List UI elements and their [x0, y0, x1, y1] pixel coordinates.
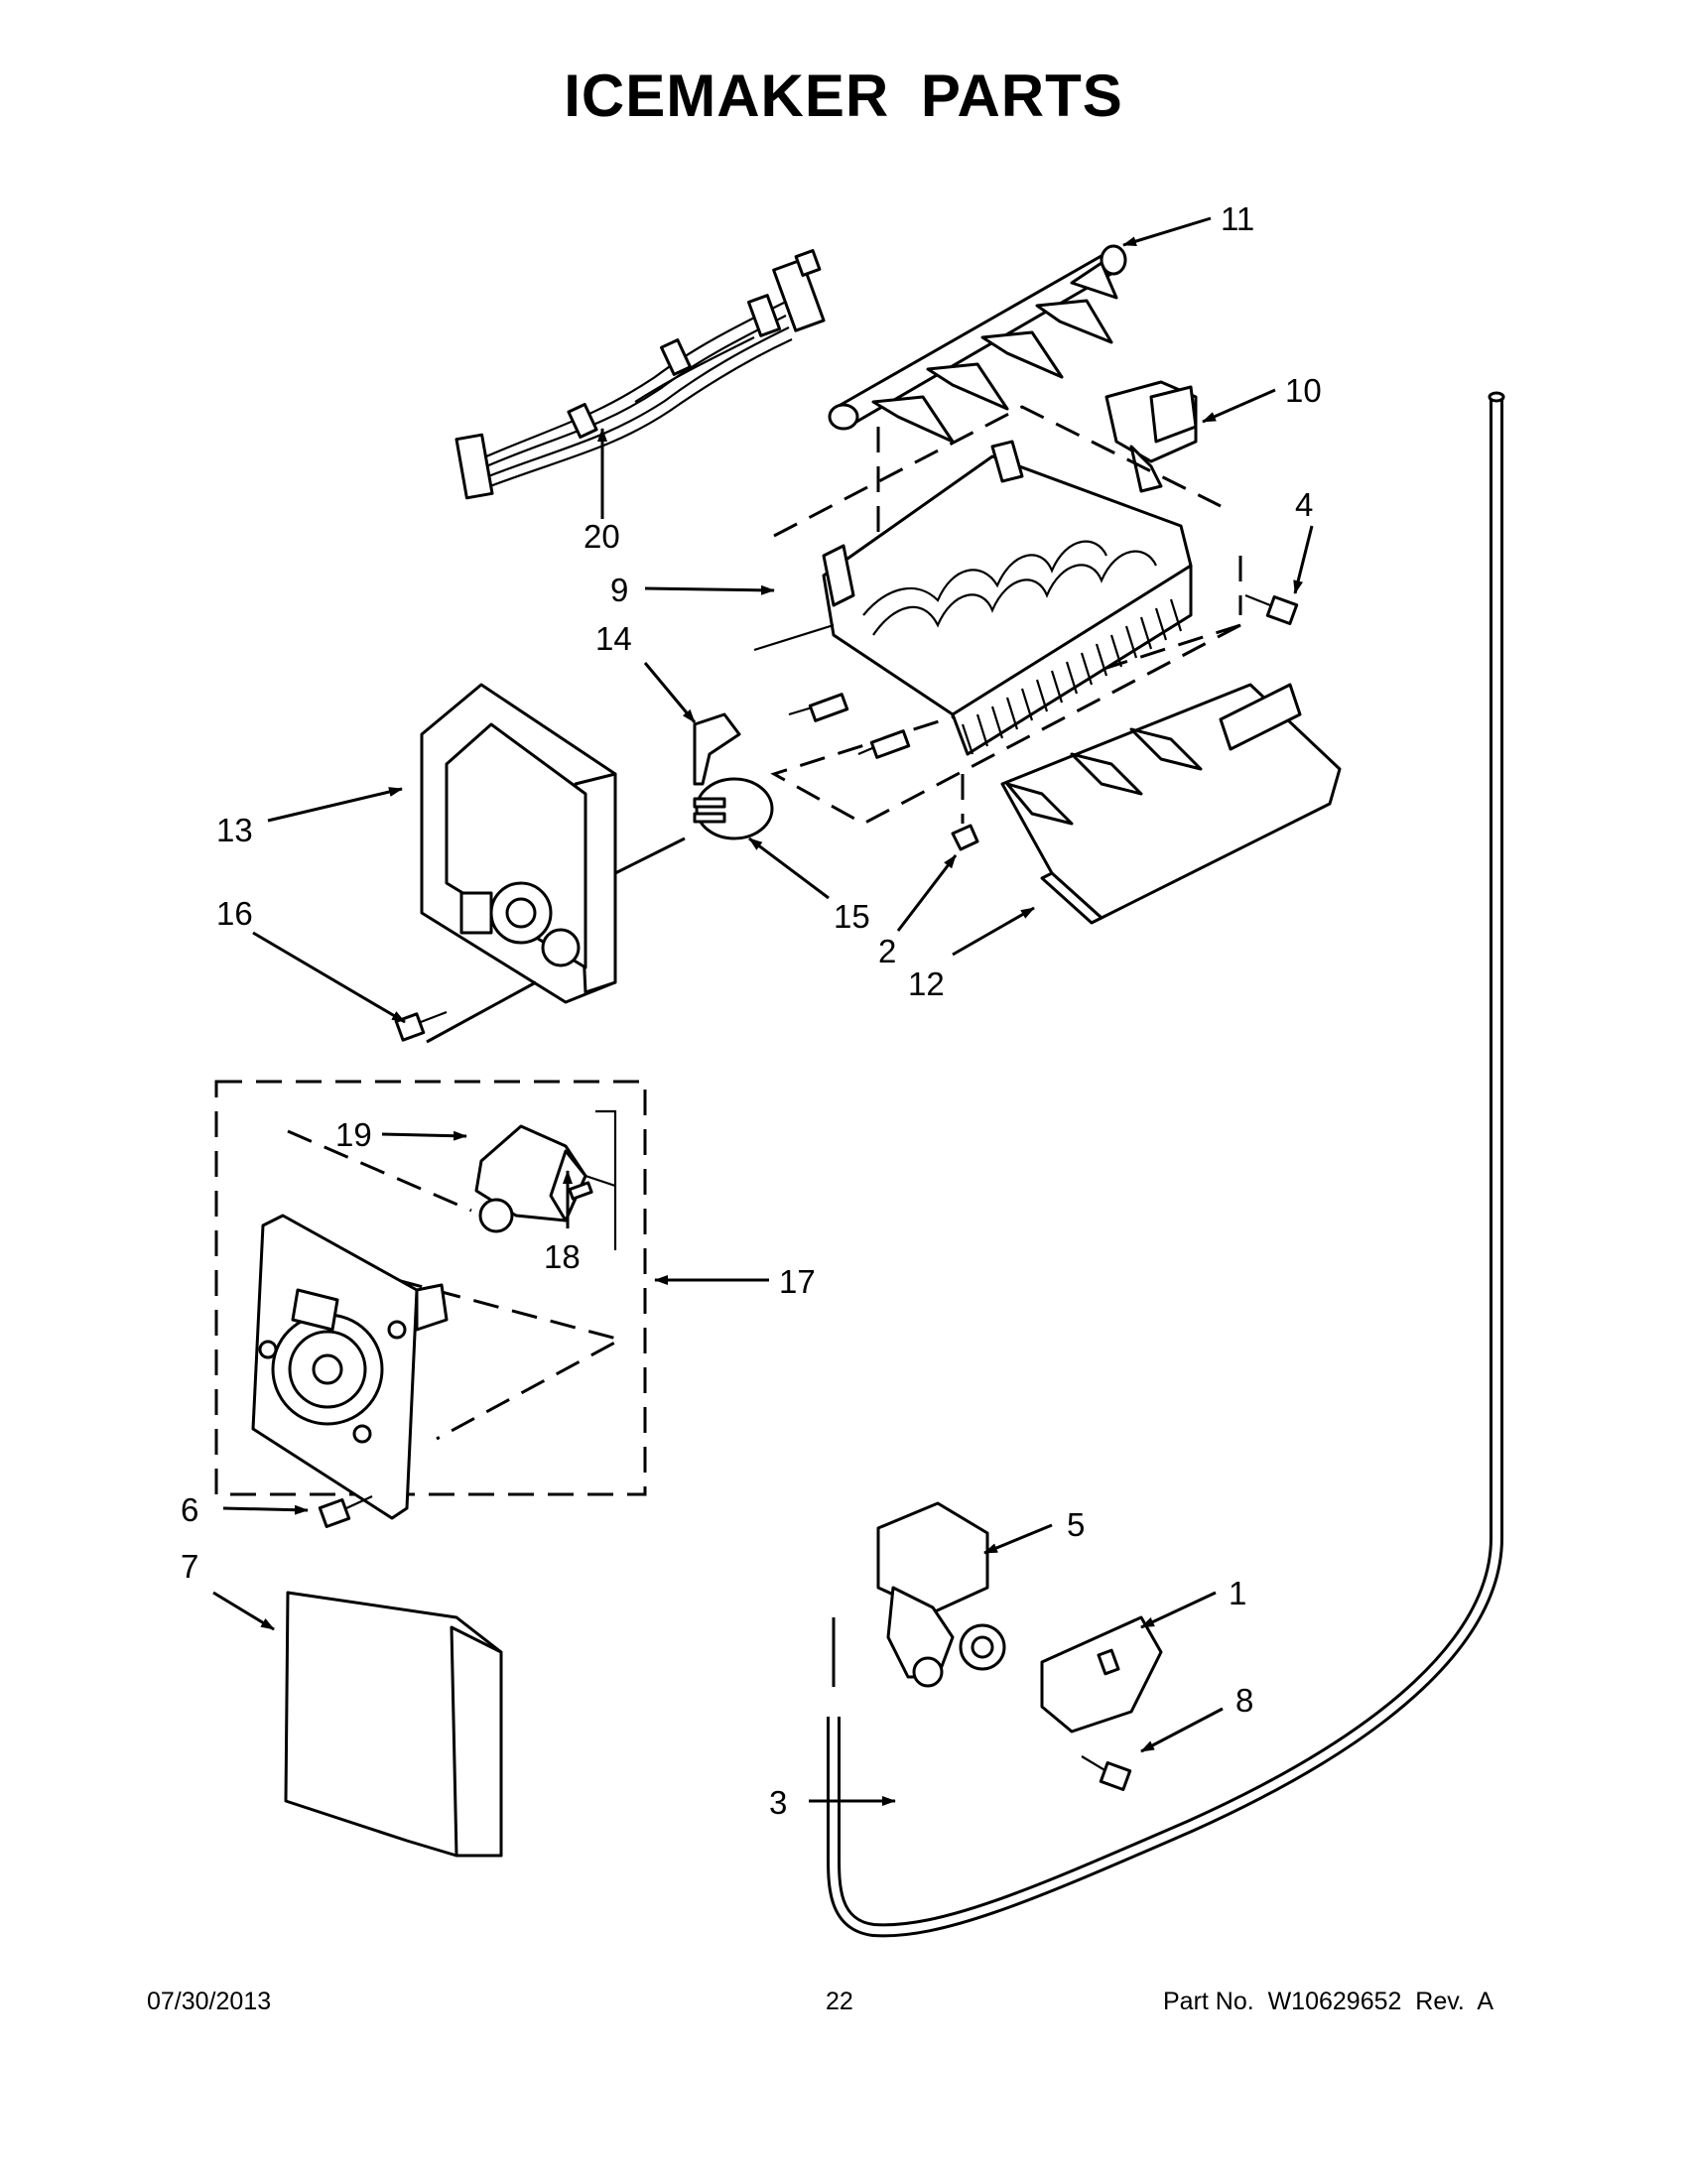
ice-stripper-part [1000, 683, 1342, 925]
callout-17: 17 [779, 1263, 816, 1300]
callout-8: 8 [1235, 1682, 1253, 1719]
water-tube-part-3 [827, 391, 1505, 1938]
callout-12: 12 [908, 965, 945, 1002]
mounting-bracket-part [1104, 380, 1198, 493]
callout-14: 14 [595, 620, 632, 657]
thermostat-part-15 [693, 777, 774, 840]
callout-15: 15 [834, 898, 870, 935]
retainer-clip-part-14 [693, 712, 741, 786]
callout-labels: 1 2 3 4 5 6 7 8 9 10 11 12 13 14 15 16 1… [181, 200, 1322, 1821]
callout-4: 4 [1295, 486, 1313, 523]
callout-10: 10 [1285, 372, 1322, 409]
callout-6: 6 [181, 1491, 198, 1528]
water-valve-part-5 [876, 1501, 1006, 1688]
front-cover-part-7 [284, 1591, 503, 1858]
valve-bracket-part-1 [1040, 1615, 1163, 1734]
callout-3: 3 [769, 1784, 787, 1821]
callout-1: 1 [1229, 1575, 1246, 1611]
page-title: ICEMAKER PARTS [564, 63, 1123, 129]
screw-part-6 [318, 1495, 373, 1529]
ice-mold-part [753, 440, 1193, 759]
callout-2: 2 [878, 933, 896, 969]
screw-part-4 [1244, 593, 1299, 626]
screw-part-8 [1081, 1755, 1132, 1792]
icemaker-housing-part [420, 683, 686, 1044]
ejector-shaft-part [828, 244, 1127, 444]
callout-16: 16 [216, 895, 253, 932]
callout-19: 19 [335, 1116, 372, 1153]
callout-18: 18 [544, 1238, 581, 1275]
callout-5: 5 [1067, 1506, 1085, 1543]
control-module-part-17 [251, 1214, 449, 1520]
clip-part-2 [951, 824, 979, 851]
wire-harness-part [454, 249, 826, 500]
footer-date: 07/30/2013 [147, 1988, 272, 2015]
screw-part-18 [568, 1181, 593, 1201]
drive-motor-part-19 [474, 1109, 617, 1250]
leader-lines [212, 216, 1314, 1806]
callout-9: 9 [610, 572, 628, 608]
callout-20: 20 [584, 518, 620, 555]
footer-part-number: Part No. W10629652 Rev. A [1163, 1988, 1494, 2015]
callout-7: 7 [181, 1548, 198, 1585]
footer-page-number: 22 [826, 1988, 853, 2015]
callout-13: 13 [216, 812, 253, 848]
callout-11: 11 [1221, 200, 1254, 237]
